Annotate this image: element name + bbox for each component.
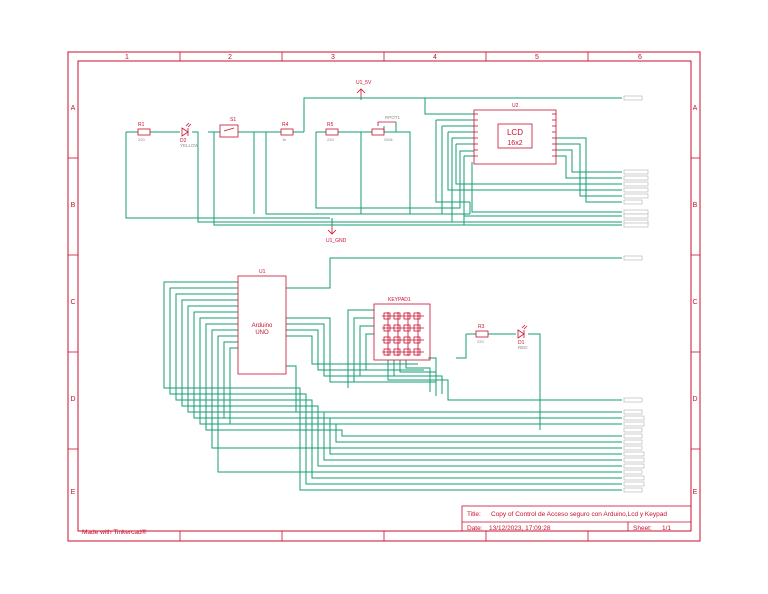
col-label-6: 6 (638, 54, 642, 61)
row-label-e-left: E (71, 489, 76, 496)
row-label-c-left: C (70, 299, 75, 306)
r3-value: 220 (477, 339, 484, 344)
led-d2 (181, 122, 192, 137)
gnd-label: U1_GND (326, 238, 347, 244)
col-label-2: 2 (228, 54, 232, 61)
lcd-u2 (473, 109, 557, 165)
outer-frame (67, 51, 701, 542)
top-net-labels (623, 95, 649, 228)
lcd-size: 16x2 (507, 140, 522, 147)
row-dividers (68, 157, 700, 450)
col-label-4: 4 (433, 54, 437, 61)
vcc-label: U1_5V (356, 80, 372, 86)
resistor-r4 (280, 128, 294, 136)
column-dividers (179, 52, 589, 541)
rpot-ref: RPOT1 (385, 115, 401, 120)
u2-ref: U2 (512, 103, 519, 109)
d2-ref: D2 (180, 138, 187, 144)
rpot-value: 250k (384, 137, 393, 142)
r5-ref: R5 (327, 122, 334, 128)
r4-value: 1k (282, 137, 286, 142)
title-value: Copy of Control de Acceso seguro con Ard… (491, 511, 667, 518)
title-block (461, 505, 692, 532)
sheet-value: 1/1 (662, 525, 671, 532)
row-label-b-right: B (693, 202, 698, 209)
bottom-net-labels (623, 255, 645, 493)
arduino-title: Arduino (252, 323, 273, 329)
keypad-ref: KEYPAD1 (388, 297, 411, 303)
s1-ref: S1 (230, 117, 236, 123)
d2-color: YELLOW (180, 143, 200, 148)
vcc-symbol (356, 88, 366, 98)
d1-ref: D1 (518, 340, 525, 346)
bottom-wires (163, 257, 622, 491)
led-d1 (517, 324, 528, 339)
row-label-a-left: A (71, 105, 76, 112)
col-label-1: 1 (125, 54, 129, 61)
inner-frame (77, 60, 692, 532)
r1-value: 220 (138, 137, 145, 142)
switch-s1 (219, 124, 239, 138)
r5-value: 220 (327, 137, 334, 142)
row-label-a-right: A (693, 105, 698, 112)
row-label-d-right: D (692, 396, 697, 403)
resistor-r5 (325, 128, 339, 136)
r4-ref: R4 (282, 122, 289, 128)
row-label-d-left: D (70, 396, 75, 403)
d1-color: RED (518, 345, 528, 350)
resistor-r1 (137, 128, 151, 136)
row-label-b-left: B (71, 202, 76, 209)
made-with-label: Made with Tinkercad® (82, 528, 147, 536)
u1-ref: U1 (259, 269, 266, 275)
col-label-3: 3 (331, 54, 335, 61)
lcd-title: LCD (507, 128, 523, 137)
date-value: 13/12/2023, 17:09:28 (489, 525, 551, 532)
col-label-5: 5 (535, 54, 539, 61)
potentiometer-rpot1 (371, 121, 396, 136)
sheet-label: Sheet: (633, 525, 652, 532)
title-label: Title: (467, 511, 481, 518)
arduino-u1 (237, 275, 287, 375)
r1-ref: R1 (138, 122, 145, 128)
gnd-symbol (327, 225, 337, 235)
r3-ref: R3 (478, 324, 485, 330)
row-label-e-right: E (693, 489, 698, 496)
row-label-c-right: C (692, 299, 697, 306)
date-label: Date: (467, 525, 483, 532)
lcd-pin-ticks (474, 113, 556, 157)
resistor-r3 (475, 330, 489, 338)
arduino-model: UNO (255, 330, 269, 336)
top-wires (125, 97, 622, 226)
keypad-matrix (373, 303, 431, 361)
